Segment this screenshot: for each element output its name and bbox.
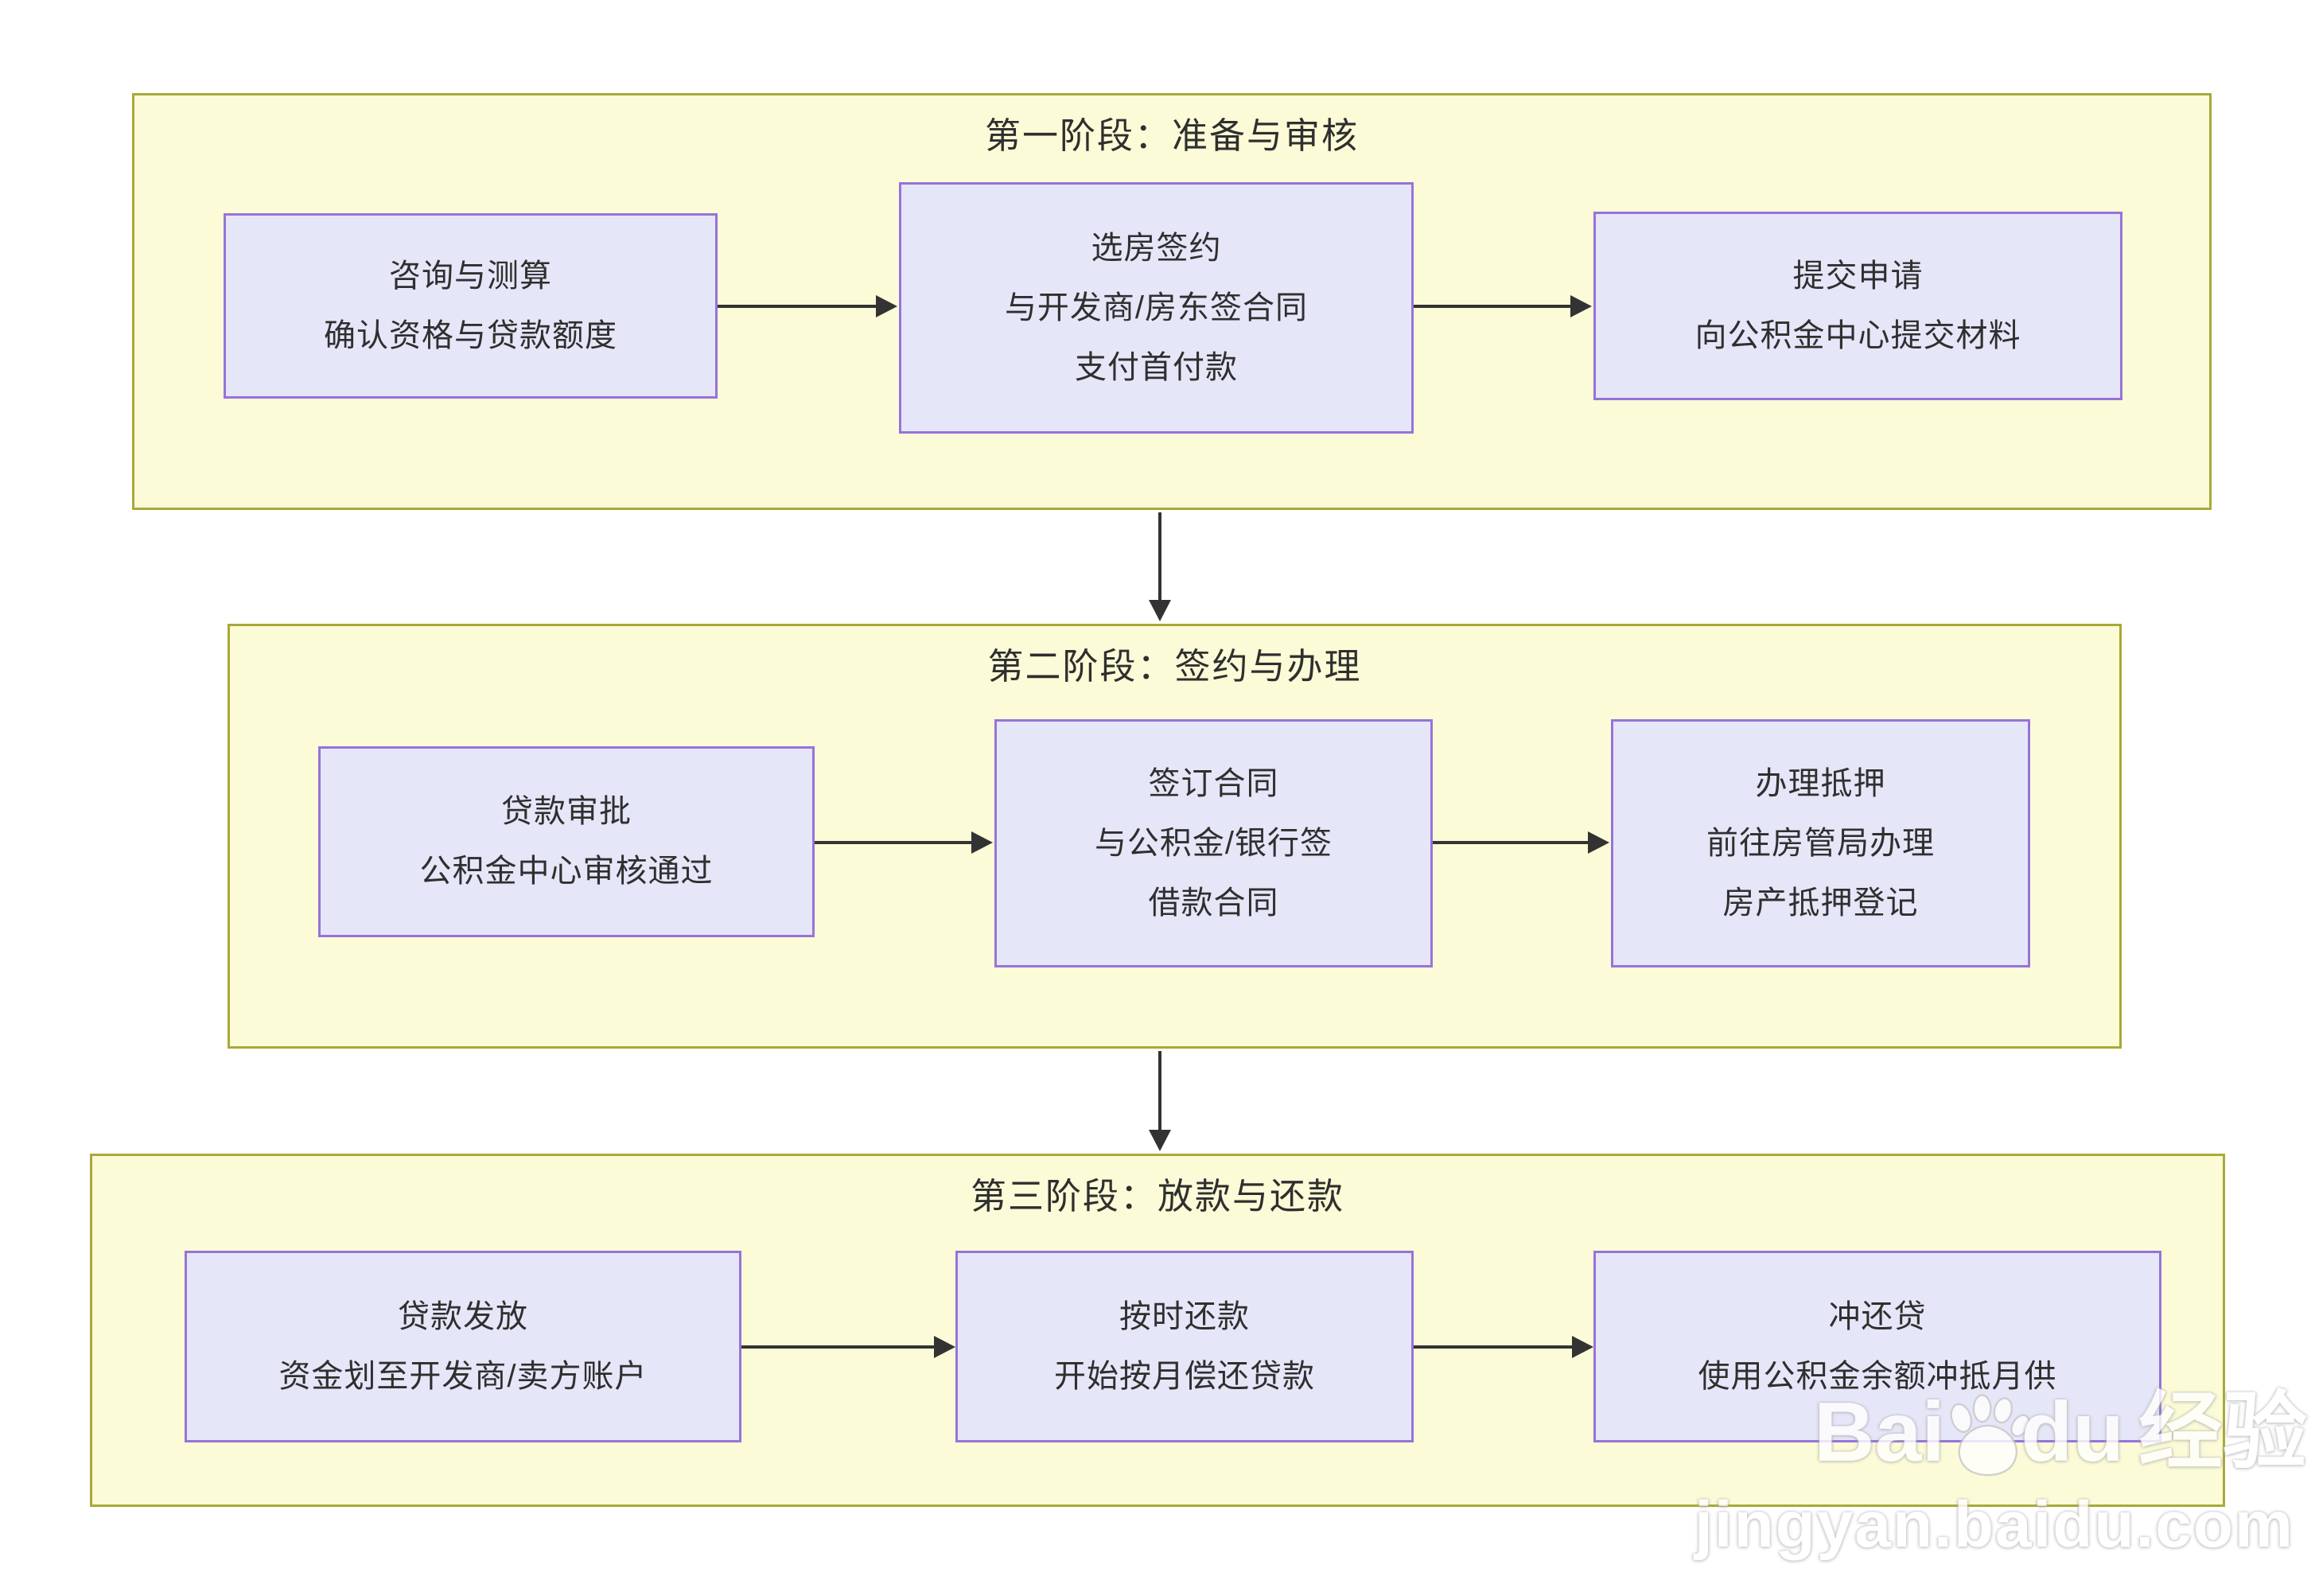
node-mortgage-registration: 办理抵押 前往房管局办理 房产抵押登记: [1611, 719, 2030, 967]
node-line: 房产抵押登记: [1722, 885, 1919, 921]
stage-1-title: 第一阶段：准备与审核: [984, 115, 1359, 156]
node-line: 公积金中心审核通过: [419, 854, 714, 889]
flow-arrow-contract-to-mortgage: [1433, 831, 1609, 854]
flow-arrow-repay-to-offset: [1414, 1336, 1593, 1358]
node-submit-application: 提交申请 向公积金中心提交材料: [1593, 212, 2122, 400]
stage-3-container: 第三阶段：放款与还款 贷款发放 资金划至开发商/卖方账户 按时还款 开始按月偿还…: [90, 1154, 2225, 1507]
node-line: 签订合同: [1148, 765, 1279, 801]
node-line: 办理抵押: [1755, 765, 1886, 801]
node-line: 按时还款: [1119, 1298, 1250, 1334]
flow-arrow-stage2-to-stage3: [1149, 1051, 1171, 1151]
node-line: 与公积金/银行签: [1094, 825, 1333, 861]
node-line: 向公积金中心提交材料: [1694, 317, 2021, 353]
node-line: 贷款发放: [398, 1298, 528, 1334]
node-line: 咨询与测算: [389, 258, 552, 294]
flow-arrow-approval-to-contract: [815, 831, 993, 854]
flow-arrow-disburse-to-repay: [741, 1336, 955, 1358]
stage-2-container: 第二阶段：签约与办理 贷款审批 公积金中心审核通过 签订合同 与公积金/银行签 …: [228, 624, 2122, 1049]
node-line: 使用公积金余额冲抵月供: [1698, 1358, 2057, 1394]
stage-1-container: 第一阶段：准备与审核 咨询与测算 确认资格与贷款额度 选房签约 与开发商/房东签…: [132, 93, 2212, 510]
stage-3-title: 第三阶段：放款与还款: [970, 1176, 1344, 1216]
node-monthly-repayment: 按时还款 开始按月偿还贷款: [955, 1251, 1414, 1442]
node-offset-repayment: 冲还贷 使用公积金余额冲抵月供: [1593, 1251, 2161, 1442]
node-line: 确认资格与贷款额度: [324, 317, 617, 353]
flow-arrow-consult-to-sign: [718, 295, 897, 317]
stage-2-title: 第二阶段：签约与办理: [987, 646, 1362, 687]
node-line: 贷款审批: [501, 794, 632, 829]
node-line: 与开发商/房东签合同: [1004, 290, 1309, 325]
node-line: 开始按月偿还贷款: [1054, 1358, 1315, 1394]
node-line: 资金划至开发商/卖方账户: [278, 1358, 648, 1394]
node-loan-approval: 贷款审批 公积金中心审核通过: [318, 746, 815, 937]
node-line: 借款合同: [1148, 885, 1279, 921]
node-line: 选房签约: [1091, 230, 1222, 266]
node-loan-disbursement: 贷款发放 资金划至开发商/卖方账户: [185, 1251, 741, 1442]
node-line: 前往房管局办理: [1706, 825, 1935, 861]
node-line: 提交申请: [1792, 258, 1924, 294]
node-line: 支付首付款: [1075, 349, 1238, 385]
flow-arrow-stage1-to-stage2: [1149, 512, 1171, 621]
node-select-house-sign: 选房签约 与开发商/房东签合同 支付首付款: [899, 182, 1414, 434]
node-sign-loan-contract: 签订合同 与公积金/银行签 借款合同: [994, 719, 1433, 967]
flow-arrow-sign-to-submit: [1414, 295, 1592, 317]
node-consult-estimate: 咨询与测算 确认资格与贷款额度: [224, 213, 718, 399]
node-line: 冲还贷: [1828, 1298, 1927, 1334]
